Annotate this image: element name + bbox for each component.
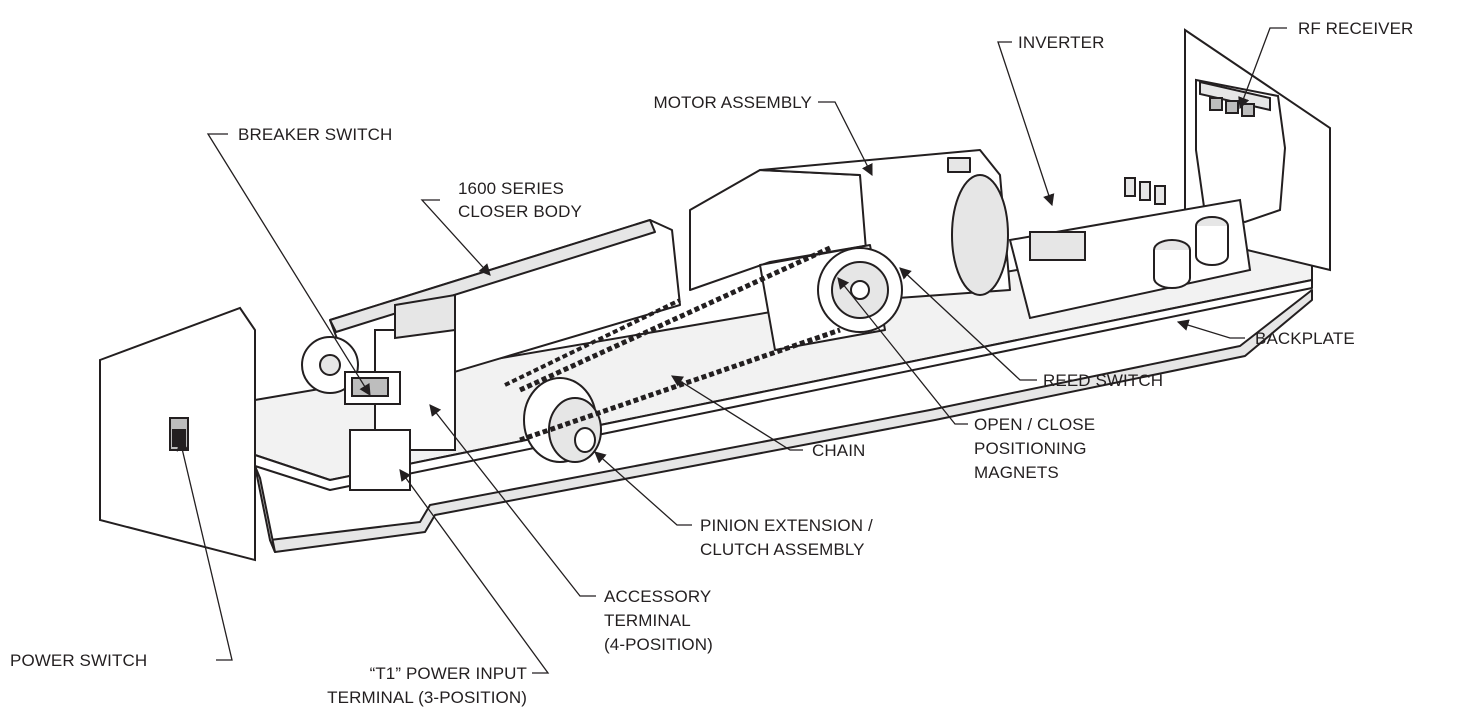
label-t1-line2: TERMINAL (3-POSITION) xyxy=(327,688,527,707)
leader-power xyxy=(176,438,233,661)
label-reed-switch: REED SWITCH xyxy=(1043,371,1164,390)
label-breaker-switch: BREAKER SWITCH xyxy=(238,125,393,144)
leader-inverter xyxy=(997,41,1055,207)
rf-receiver-part xyxy=(1195,78,1287,224)
leader-accessory xyxy=(429,404,596,597)
leader-pinion xyxy=(594,451,692,526)
switches-and-terminals xyxy=(344,293,456,491)
leader-magnets xyxy=(837,277,968,425)
label-pinion-line2: CLUTCH ASSEMBLY xyxy=(700,540,865,559)
leader-closer xyxy=(420,199,491,276)
callout-lines xyxy=(176,27,1287,674)
label-t1-line1: “T1” POWER INPUT xyxy=(369,664,527,683)
inverter-board xyxy=(1008,177,1252,320)
label-rf-receiver: RF RECEIVER xyxy=(1298,19,1414,38)
end-plate-left xyxy=(99,306,256,562)
label-accessory-line1: ACCESSORY xyxy=(604,587,712,606)
label-motor-assembly: MOTOR ASSEMBLY xyxy=(653,93,812,112)
leader-chain xyxy=(671,375,803,451)
leader-rf-receiver xyxy=(1238,27,1287,110)
label-backplate: BACKPLATE xyxy=(1255,329,1355,348)
leader-t1 xyxy=(399,469,550,674)
label-magnets-line3: MAGNETS xyxy=(974,463,1059,482)
label-accessory-line3: (4-POSITION) xyxy=(604,635,713,654)
label-pinion-line1: PINION EXTENSION / xyxy=(700,516,873,535)
label-inverter: INVERTER xyxy=(1018,33,1105,52)
leader-motor xyxy=(818,101,873,177)
label-closer-body-line2: CLOSER BODY xyxy=(458,202,582,221)
label-chain: CHAIN xyxy=(812,441,866,460)
label-power-switch: POWER SWITCH xyxy=(10,651,148,670)
label-magnets-line2: POSITIONING xyxy=(974,439,1087,458)
label-magnets-line1: OPEN / CLOSE xyxy=(974,415,1096,434)
label-closer-body-line1: 1600 SERIES xyxy=(458,179,564,198)
leader-breaker xyxy=(206,133,371,396)
leader-reed xyxy=(899,267,1037,381)
leader-backplate xyxy=(1176,319,1245,339)
label-accessory-line2: TERMINAL xyxy=(604,611,691,630)
